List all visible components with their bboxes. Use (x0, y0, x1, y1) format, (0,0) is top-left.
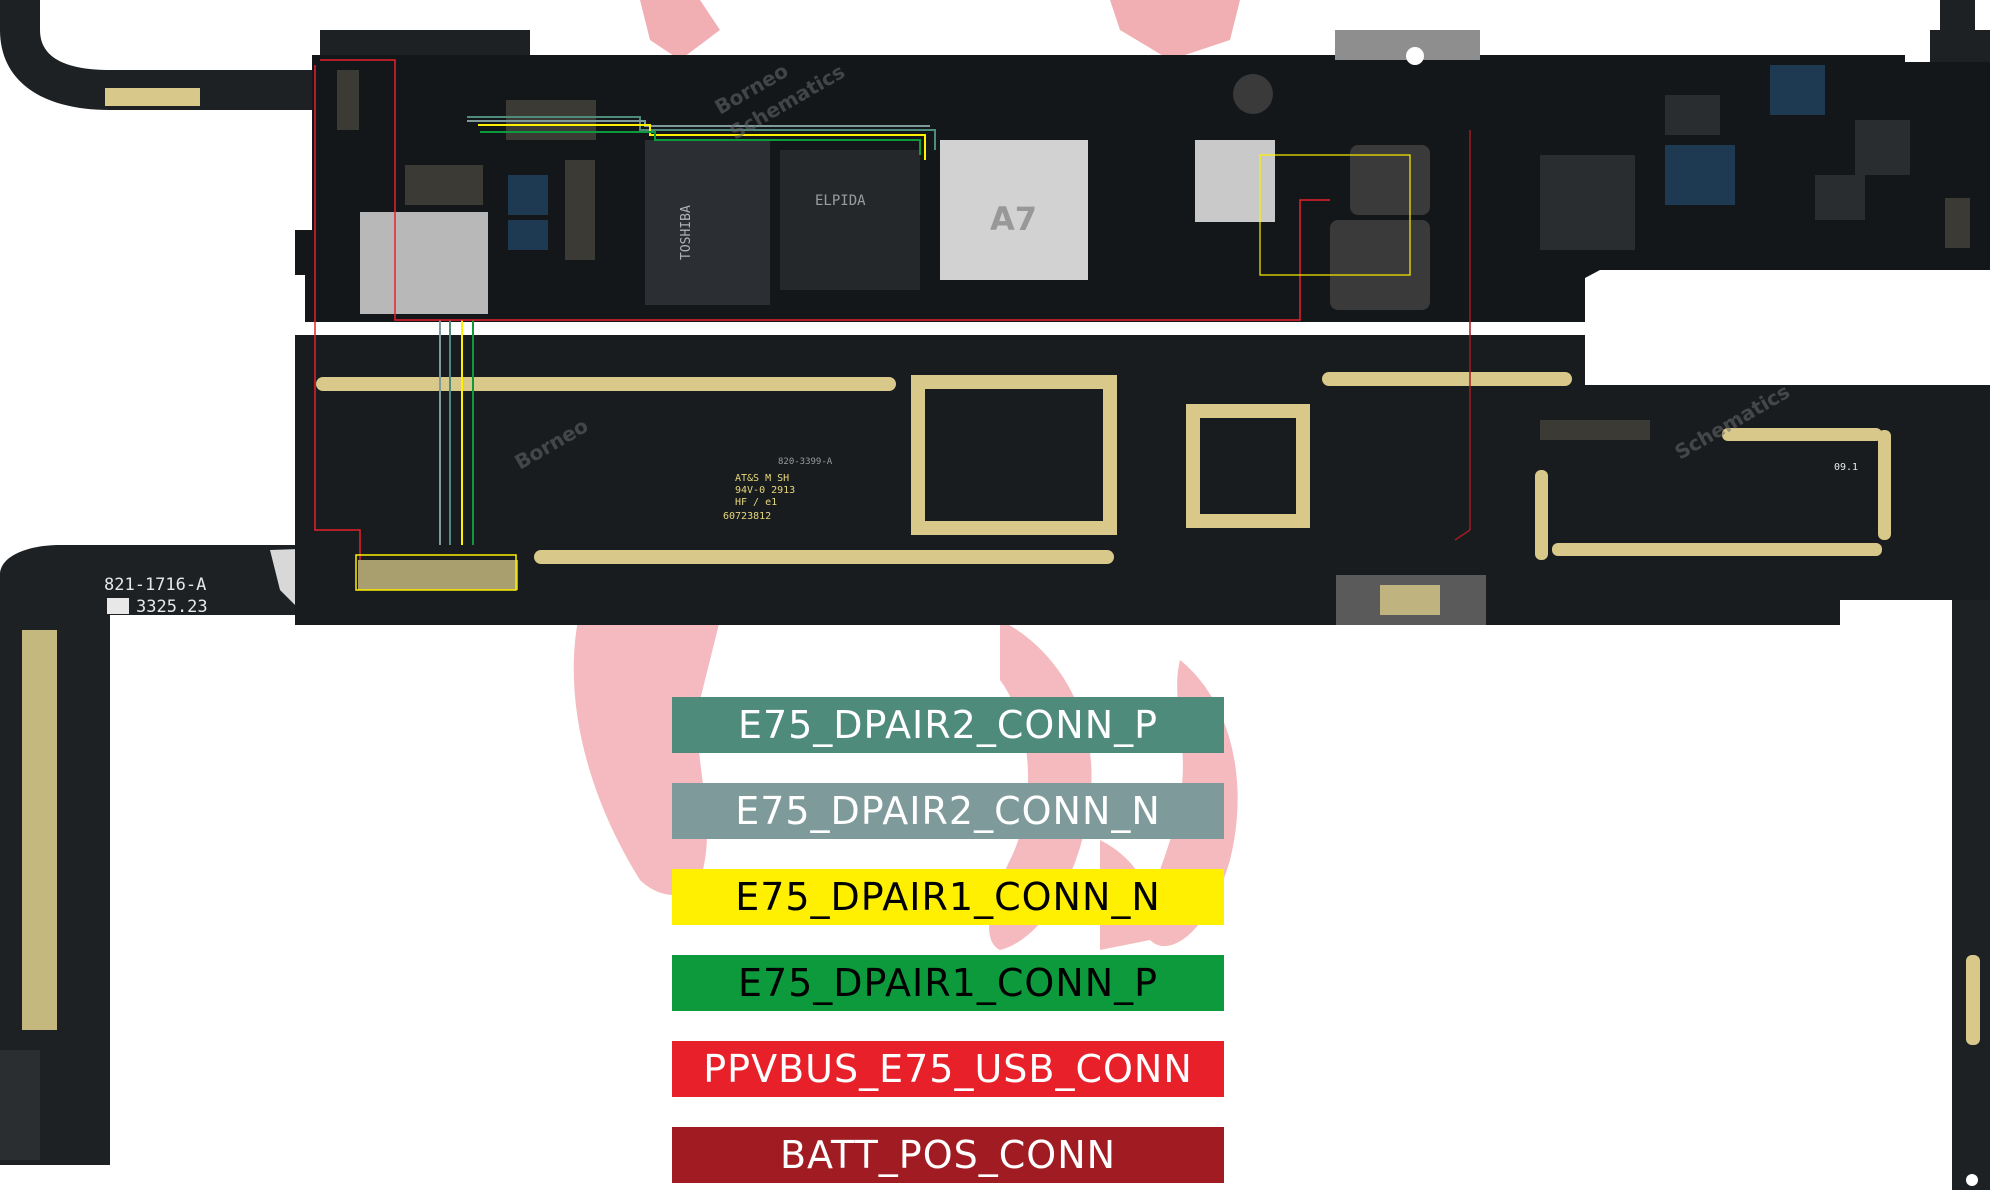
legend-ppvbus: PPVBUS_E75_USB_CONN (672, 1041, 1224, 1097)
flex-cable-bottom-left: 821-1716-A 3325.23 (0, 545, 345, 1165)
chip-toshiba-label: TOSHIBA (679, 205, 694, 260)
ram-chip: ELPIDA (780, 150, 920, 290)
trace-ppvbus-lower (314, 65, 361, 560)
trace-dpair2-n (467, 120, 930, 127)
signal-traces (314, 59, 1471, 591)
flex-date-code: 3325.23 (136, 597, 208, 617)
legend-dpair2-p: E75_DPAIR2_CONN_P (672, 697, 1224, 753)
chip-a7-label: A7 (990, 200, 1037, 238)
trace-connector-box (355, 554, 517, 591)
cert-line-1: AT&S M SH (735, 473, 789, 484)
trace-dpair1-n (478, 124, 926, 160)
trace-region-box (1259, 154, 1411, 276)
logic-board-lower: AT&S M SH 94V-0 2913 HF / e1 60723812 82… (295, 335, 1990, 625)
legend-dpair1-n: E75_DPAIR1_CONN_N (672, 869, 1224, 925)
rev-label: 09.1 (1834, 462, 1858, 473)
flex-part-number: 821-1716-A (104, 575, 206, 595)
legend-dpair1-p: E75_DPAIR1_CONN_P (672, 955, 1224, 1011)
board-code: 820-3399-A (778, 457, 833, 467)
cert-line-3: HF / e1 (735, 497, 777, 508)
flex-cable-right (1952, 600, 1990, 1190)
nand-chip: TOSHIBA (645, 140, 770, 305)
pmic-chip (1195, 140, 1275, 222)
legend-batt-pos: BATT_POS_CONN (672, 1127, 1224, 1183)
baseband-chip (1540, 65, 1910, 250)
connectors-upper (337, 70, 1970, 440)
wifi-module (360, 212, 488, 314)
chip-elpida-label: ELPIDA (815, 193, 866, 209)
soc-chip: A7 (940, 140, 1088, 280)
legend-dpair2-n: E75_DPAIR2_CONN_N (672, 783, 1224, 839)
trace-batt-pos (1454, 130, 1471, 541)
trace-ppvbus (320, 59, 1330, 321)
cert-line-2: 94V-0 2913 (735, 485, 795, 496)
cert-code: 60723812 (723, 511, 771, 522)
trace-dpair1-p (480, 131, 921, 155)
logic-board-upper (295, 30, 1990, 322)
trace-dpair2-p (467, 116, 936, 150)
